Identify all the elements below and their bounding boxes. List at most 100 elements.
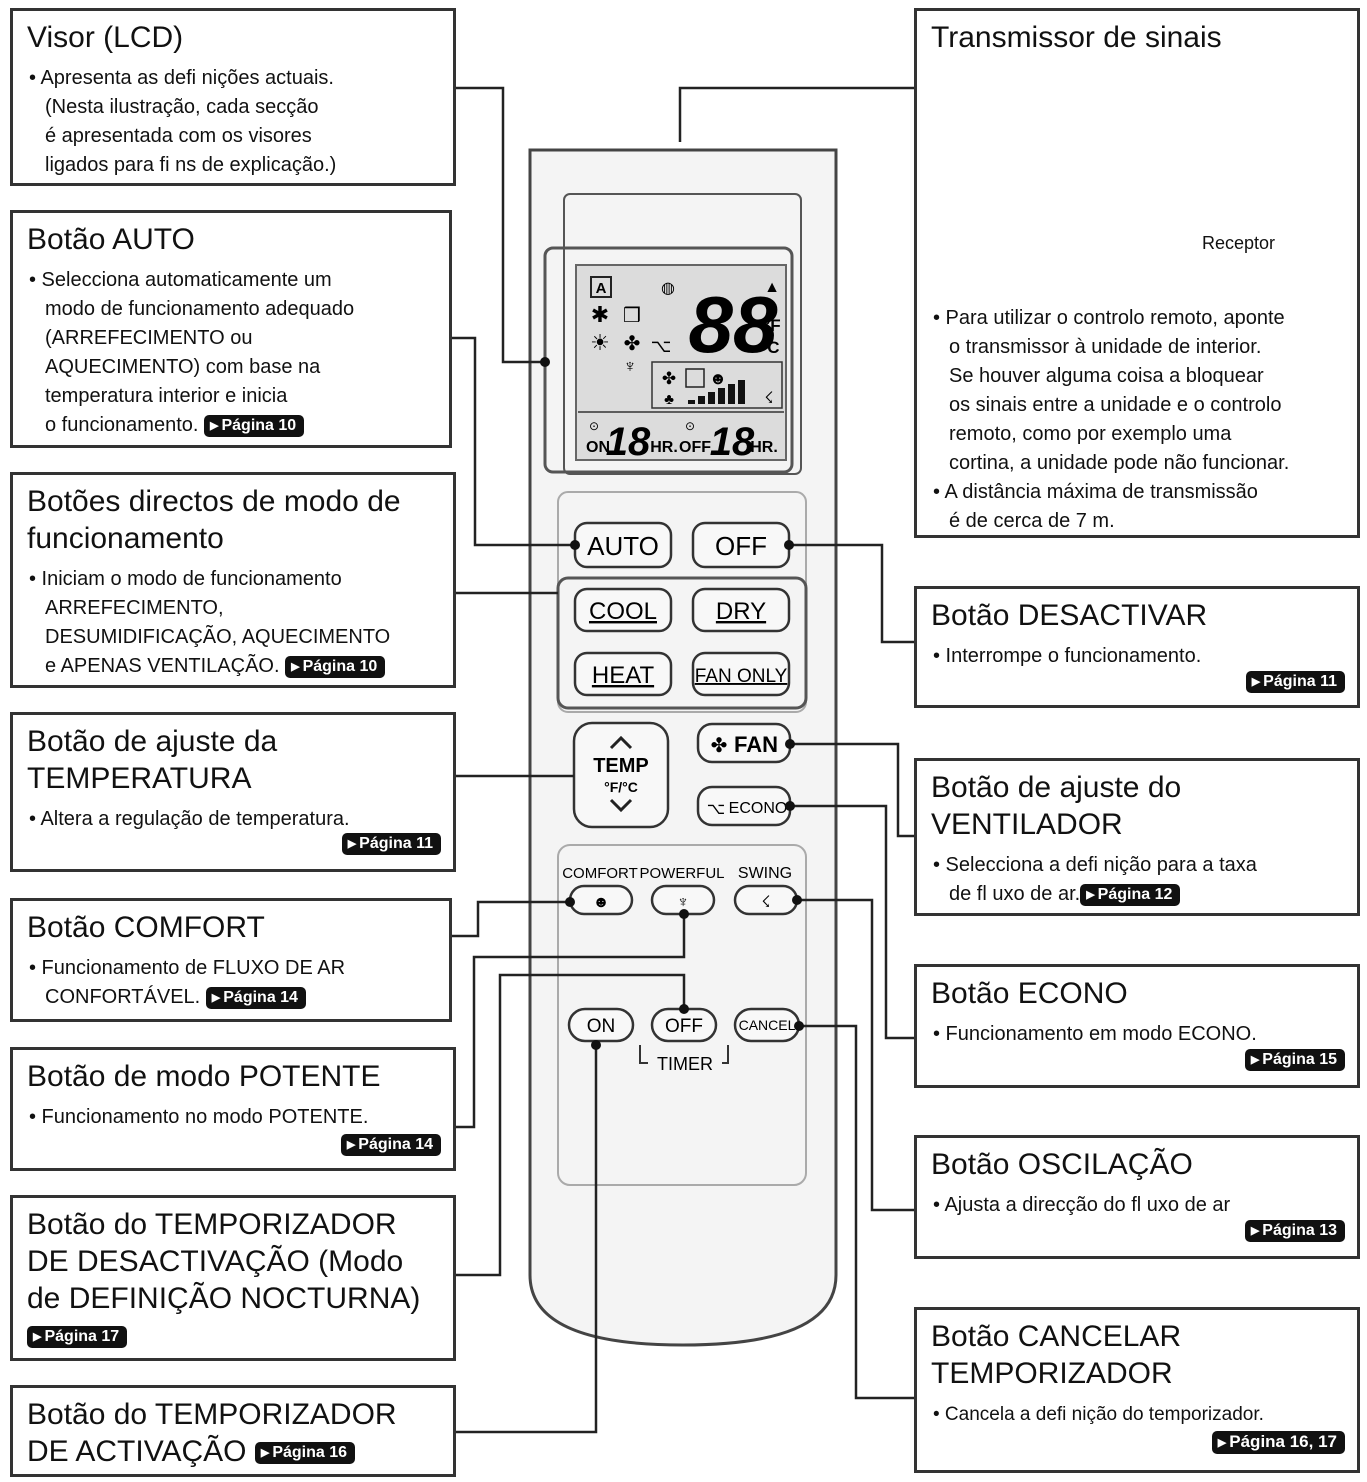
fan-button-label: FAN bbox=[734, 732, 778, 757]
page-ref-badge[interactable]: Página 17 bbox=[27, 1326, 128, 1348]
page-ref-badge[interactable]: Página 16 bbox=[254, 1442, 356, 1464]
powerful-icon: ♆ bbox=[677, 894, 689, 911]
lcd-fan-icon: ✤ bbox=[624, 333, 641, 355]
line-oscilacao bbox=[797, 898, 914, 1212]
callout-text: DESUMIDIFICAÇÃO, AQUECIMENTO bbox=[45, 626, 391, 648]
callout-title: Botão do TEMPORIZADOR DE DESACTIVAÇÃO (M… bbox=[27, 1206, 427, 1354]
page-ref-badge[interactable]: Página 13 bbox=[1244, 1220, 1345, 1242]
lcd-on-label: ON bbox=[586, 439, 610, 456]
callout-title: Botão do TEMPORIZADOR DE ACTIVAÇÃO Págin… bbox=[27, 1396, 437, 1470]
comfort-button[interactable]: ☻ bbox=[568, 884, 634, 916]
page-ref-badge[interactable]: Página 12 bbox=[1080, 883, 1181, 906]
timer-label: TIMER bbox=[657, 1054, 713, 1074]
lcd-auto-icon bbox=[590, 276, 612, 298]
callout-text: • Interrompe o funcionamento. bbox=[933, 645, 1202, 667]
fan-only-button[interactable]: FAN ONLY bbox=[691, 651, 791, 697]
chevron-down-icon bbox=[609, 798, 633, 813]
callout-text: CONFORTÁVEL. bbox=[45, 986, 201, 1008]
lcd-swing-icon: ☇ bbox=[764, 390, 773, 407]
lcd-fan-group bbox=[651, 361, 783, 409]
callout-tact: Botão do TEMPORIZADOR DE ACTIVAÇÃO Págin… bbox=[10, 1385, 456, 1477]
page-ref-badge[interactable]: Página 11 bbox=[1245, 671, 1345, 693]
callout-title: Botão CANCELAR TEMPORIZADOR bbox=[931, 1320, 1182, 1390]
callout-temp: Botão de ajuste da TEMPERATURA • Altera … bbox=[10, 712, 456, 872]
heat-button[interactable]: HEAT bbox=[573, 651, 673, 697]
fan-bar-5 bbox=[728, 384, 735, 404]
callout-title-text: Botão do TEMPORIZADOR DE ACTIVAÇÃO bbox=[27, 1398, 397, 1468]
callout-comfort: Botão COMFORT • Funcionamento de FLUXO D… bbox=[10, 898, 452, 1022]
callout-title: Botão AUTO bbox=[27, 223, 195, 256]
line-potente bbox=[456, 914, 686, 1129]
line-transmissor bbox=[678, 86, 914, 142]
cool-button-label: COOL bbox=[589, 598, 657, 625]
line-tdesact bbox=[456, 973, 686, 1277]
timer-on-button[interactable]: ON bbox=[567, 1007, 635, 1043]
callout-text: • Selecciona automaticamente um bbox=[29, 269, 332, 291]
comfort-icon: ☻ bbox=[593, 894, 610, 911]
callout-visor: Visor (LCD) • Apresenta as defi nições a… bbox=[10, 8, 456, 186]
timer-on-label: ON bbox=[587, 1016, 616, 1037]
page-ref-badge[interactable]: Página 16, 17 bbox=[1211, 1431, 1345, 1454]
lcd-comfort-icon: ☻ bbox=[709, 369, 727, 388]
callout-text: cortina, a unidade pode não funcionar. bbox=[949, 452, 1290, 474]
page-ref-badge[interactable]: Página 15 bbox=[1244, 1049, 1345, 1071]
page-ref-badge[interactable]: Página 11 bbox=[341, 833, 441, 855]
lcd-quiet-icon: ♣ bbox=[664, 391, 674, 408]
timer-cancel-button[interactable]: CANCEL bbox=[733, 1007, 801, 1043]
powerful-button[interactable]: ♆ bbox=[650, 884, 716, 916]
fan-bar-6 bbox=[738, 380, 745, 404]
line-comfort bbox=[452, 900, 570, 938]
page-ref-badge[interactable]: Página 14 bbox=[205, 986, 306, 1009]
line-ventilador bbox=[790, 742, 914, 838]
fan-only-button-label: FAN ONLY bbox=[695, 666, 788, 687]
page-ref-badge[interactable]: Página 10 bbox=[285, 655, 386, 678]
dry-button[interactable]: DRY bbox=[691, 587, 791, 633]
callout-directos: Botões directos de modo de funcionamento… bbox=[10, 472, 456, 688]
lcd-fan-icon-2: ✤ bbox=[662, 369, 676, 388]
callout-title: Botão OSCILAÇÃO bbox=[931, 1148, 1193, 1181]
swing-icon: ☇ bbox=[761, 894, 770, 911]
callout-title: Botão COMFORT bbox=[27, 911, 265, 944]
callout-text: • Selecciona a defi nição para a taxa bbox=[933, 854, 1257, 876]
callout-text: ligados para fi ns de explicação.) bbox=[45, 154, 337, 176]
lcd-off-label: OFF bbox=[679, 439, 711, 456]
lcd-hr-label-2: HR. bbox=[750, 439, 778, 456]
fan-bar-4 bbox=[718, 388, 725, 404]
timer-off-label: OFF bbox=[665, 1016, 703, 1037]
fan-bar-3 bbox=[708, 392, 715, 404]
fan-button[interactable]: ✤ FAN bbox=[696, 722, 792, 764]
callout-text: os sinais entre a unidade e o controlo bbox=[949, 394, 1282, 416]
auto-button[interactable]: AUTO bbox=[573, 521, 673, 569]
comfort-caption: COMFORT bbox=[562, 865, 638, 882]
off-button[interactable]: OFF bbox=[691, 521, 791, 569]
sun-icon: ☀ bbox=[590, 330, 610, 355]
callout-text: • Para utilizar o controlo remoto, apont… bbox=[933, 307, 1285, 329]
heat-button-label: HEAT bbox=[592, 662, 655, 689]
callout-transmissor: Transmissor de sinais Receptor • Para ut… bbox=[914, 8, 1360, 538]
temp-button[interactable]: TEMP °F/°C bbox=[572, 721, 670, 829]
direct-mode-panel bbox=[556, 576, 808, 710]
line-econo bbox=[790, 804, 914, 1040]
callout-text: (Nesta ilustração, cada secção bbox=[45, 96, 319, 118]
page-ref-badge[interactable]: Página 10 bbox=[204, 414, 305, 437]
temp-unit-label: °F/°C bbox=[604, 779, 638, 795]
lcd-off-digits: 18 bbox=[710, 420, 755, 464]
callout-title: Botão ECONO bbox=[931, 977, 1128, 1010]
callout-oscilacao: Botão OSCILAÇÃO • Ajusta a direcção do f… bbox=[914, 1135, 1360, 1259]
swing-button[interactable]: ☇ bbox=[733, 884, 799, 916]
callout-text: e APENAS VENTILAÇÃO. bbox=[45, 655, 280, 677]
receptor-label: Receptor bbox=[1202, 233, 1276, 253]
callout-text: • A distância máxima de transmissão bbox=[933, 481, 1258, 503]
econo-button[interactable]: ⌥ ECONO bbox=[696, 785, 792, 827]
callout-title: Botão de ajuste da TEMPERATURA bbox=[27, 725, 278, 795]
line-tact bbox=[456, 1041, 598, 1434]
lcd-deg-f: °F bbox=[763, 316, 780, 335]
line-desactivar bbox=[789, 543, 914, 644]
cool-button[interactable]: COOL bbox=[573, 587, 673, 633]
auto-button-label: AUTO bbox=[587, 531, 659, 561]
line-auto bbox=[452, 336, 575, 547]
clock-icon: ⊙ bbox=[589, 419, 599, 433]
timer-off-button[interactable]: OFF bbox=[650, 1007, 718, 1043]
snowflake-icon: ✱ bbox=[591, 302, 609, 327]
page-ref-badge[interactable]: Página 14 bbox=[340, 1134, 441, 1156]
